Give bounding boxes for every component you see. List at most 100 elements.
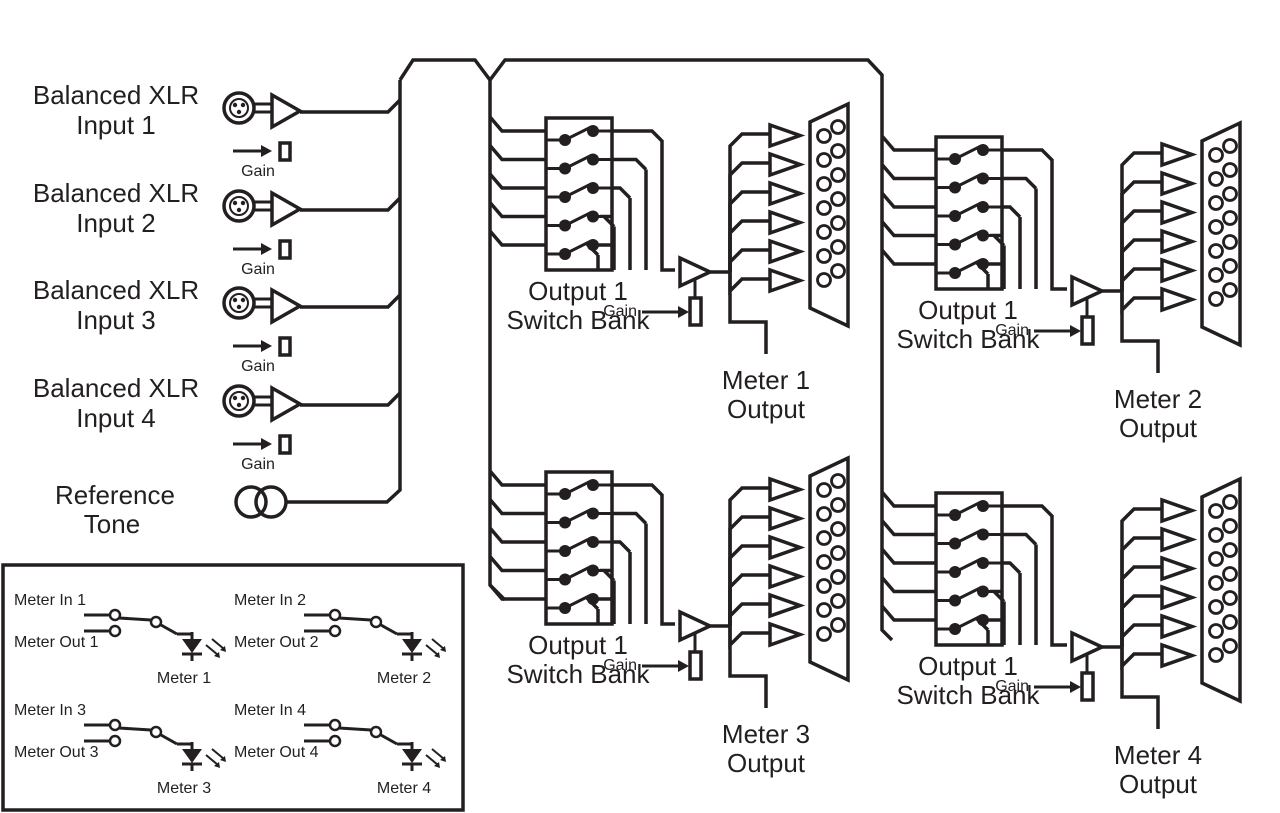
meter-output-label-line2: Output	[727, 748, 806, 778]
meter-output-label-line2: Output	[727, 394, 806, 424]
meter-output-label-line1: Meter 1	[722, 365, 810, 395]
switch-icon	[936, 172, 1002, 194]
amplifier-icon	[270, 286, 304, 326]
gain-control-icon	[688, 650, 703, 681]
input-label-line1: Balanced XLR	[33, 275, 199, 305]
meter-driver-icon	[1160, 497, 1198, 524]
input-label-line1: Balanced XLR	[33, 178, 199, 208]
meter-driver-icon	[768, 209, 806, 236]
gain-arrow-icon	[1034, 325, 1081, 337]
switch-bank-label-line2: Switch Bank	[896, 680, 1040, 710]
meter-in-label: Meter In 2	[234, 592, 306, 609]
legend-panel: Meter In 1 Meter Out 1 Meter 1 Meter In 2 Me…	[1, 563, 465, 812]
meter-driver-icon	[1160, 199, 1198, 226]
input-label-line2: Input 4	[76, 403, 156, 433]
gain-arrow-icon	[233, 438, 272, 450]
meter-driver-icon	[1160, 526, 1198, 553]
gain-control-icon	[278, 434, 292, 455]
meter-in-label: Meter In 1	[14, 592, 86, 609]
switch-bank	[934, 135, 1004, 291]
switch-icon	[936, 201, 1002, 222]
switch-bank-label-line1: Output 1	[918, 651, 1018, 681]
reference-label-line2: Tone	[84, 509, 140, 539]
switch-icon	[936, 585, 1002, 607]
xlr-connector-icon	[222, 91, 256, 125]
led-icon	[182, 638, 226, 661]
meter-driver-icon	[768, 151, 806, 178]
gain-control-icon	[278, 239, 292, 260]
switch-icon	[546, 479, 612, 500]
legend-item-1: Meter In 1 Meter Out 1 Meter 1	[14, 592, 226, 687]
meter-label: Meter 4	[377, 780, 431, 797]
gain-label: Gain	[995, 678, 1029, 695]
meter-driver-icon	[1160, 141, 1198, 168]
xlr-connector-icon	[222, 286, 256, 320]
switch-icon	[546, 210, 612, 232]
switch-bank-label-line1: Output 1	[528, 276, 628, 306]
switch-icon	[546, 182, 612, 203]
meter-driver-icon	[768, 505, 806, 532]
gain-label: Gain	[995, 322, 1029, 339]
gain-control-icon	[278, 141, 292, 162]
input-label-line1: Balanced XLR	[33, 373, 199, 403]
reference-label-line1: Reference	[55, 480, 175, 510]
output-amplifier-icon	[1070, 274, 1107, 308]
output-amplifier-icon	[678, 609, 715, 643]
input-label-line1: Balanced XLR	[33, 80, 199, 110]
meter-output-label-line1: Meter 2	[1114, 384, 1202, 414]
meter-in-label: Meter In 4	[234, 702, 306, 719]
meter-label: Meter 1	[157, 670, 211, 687]
gain-arrow-icon	[233, 340, 272, 352]
gain-control-icon	[278, 336, 292, 357]
meter-driver-icon	[1160, 555, 1198, 582]
switch-icon	[546, 507, 612, 529]
gain-label: Gain	[241, 456, 275, 473]
xlr-connector-icon	[222, 384, 256, 418]
gain-arrow-icon	[233, 243, 272, 255]
meter-driver-icon	[1160, 613, 1198, 640]
switch-icon	[936, 528, 1002, 550]
switch-bank-label-line1: Output 1	[528, 630, 628, 660]
switch-icon	[936, 500, 1002, 521]
input-label-line2: Input 3	[76, 305, 156, 335]
meter-out-label: Meter Out 1	[14, 634, 99, 651]
led-icon	[402, 638, 446, 661]
gain-control-icon	[1080, 315, 1095, 346]
switch-bank-label-line2: Switch Bank	[896, 324, 1040, 354]
meter-driver-icon	[1160, 642, 1198, 669]
meter-driver-icon	[768, 238, 806, 265]
switch-icon	[546, 536, 612, 557]
meter-driver-icon	[768, 267, 806, 294]
gain-control-icon	[688, 296, 703, 327]
gain-arrow-icon	[233, 145, 272, 157]
amplifier-icon	[270, 91, 304, 131]
switch-bank-label-line2: Switch Bank	[506, 305, 650, 335]
output-amplifier-icon	[1070, 630, 1107, 664]
gain-arrow-icon	[642, 306, 689, 318]
meter-driver-icon	[1160, 286, 1198, 313]
meter-in-label: Meter In 3	[14, 702, 86, 719]
gain-arrow-icon	[642, 660, 689, 672]
meter-label: Meter 2	[377, 670, 431, 687]
gain-label: Gain	[603, 303, 637, 320]
switch-icon	[546, 125, 612, 146]
switch-icon	[936, 144, 1002, 165]
gain-label: Gain	[603, 657, 637, 674]
input-label-line2: Input 1	[76, 110, 156, 140]
gain-control-icon	[1080, 671, 1095, 702]
meter-driver-icon	[768, 563, 806, 590]
meter-output-label-line1: Meter 4	[1114, 740, 1202, 770]
